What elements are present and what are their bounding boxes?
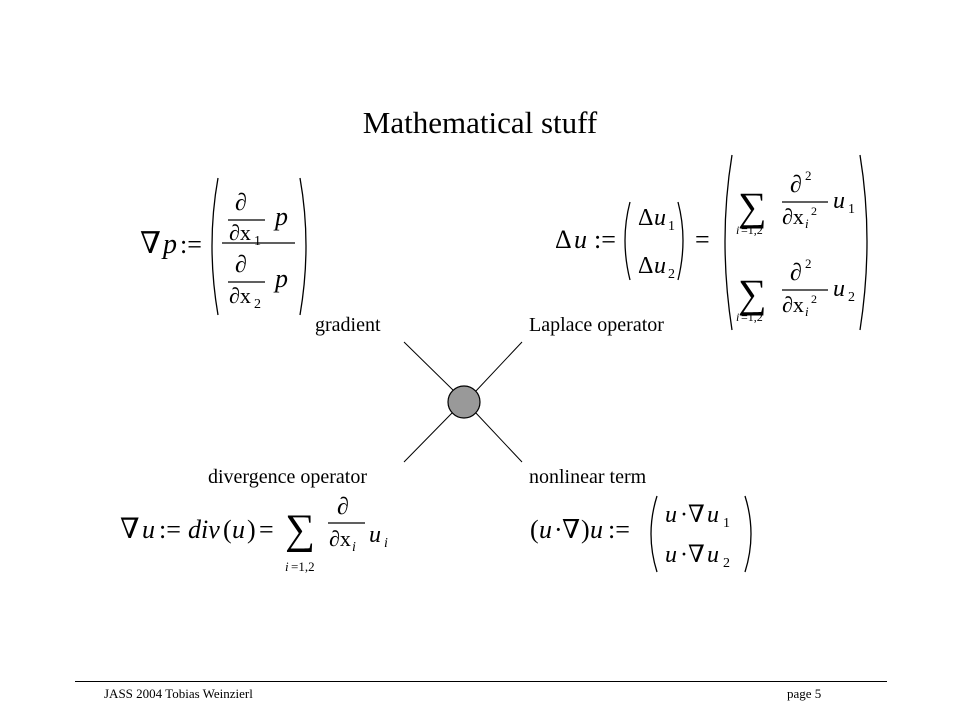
svg-text:∂: ∂ [790,260,802,286]
svg-text:=1,2: =1,2 [741,223,763,237]
svg-text:·: · [680,502,688,528]
slide-title: Mathematical stuff [362,105,598,140]
svg-text:∂x: ∂x [782,292,804,317]
svg-text:·: · [554,515,563,544]
cross-line-top-left [403,341,456,393]
svg-text:Δ: Δ [638,205,653,231]
svg-text:i: i [352,540,356,555]
svg-text:u: u [665,502,677,528]
svg-text:∂x: ∂x [229,283,251,308]
cross-line-bottom-left [403,411,454,463]
svg-text::=: := [608,515,630,544]
svg-text:∇: ∇ [688,542,705,568]
svg-text:Δ: Δ [555,225,572,254]
nonlinear-formula: ( u · ∇ ) u := u · ∇ u 1 u · ∇ u 2 [530,495,752,573]
svg-text:u: u [665,542,677,568]
svg-text:u: u [654,205,666,231]
svg-text:2: 2 [668,267,675,282]
svg-text:u: u [574,225,587,254]
page-number: page 5 [787,686,822,701]
svg-text:·: · [680,542,688,568]
svg-text:p: p [273,202,288,231]
svg-text:(: ( [530,515,539,544]
svg-text:∇: ∇ [140,227,161,260]
svg-text:): ) [581,515,590,544]
cross-line-bottom-right [474,411,523,463]
svg-text:u: u [654,253,666,279]
svg-text::=: := [180,230,202,259]
svg-text:): ) [247,515,256,544]
svg-text:u: u [833,188,845,214]
nonlinear-label: nonlinear term [529,466,647,488]
svg-text:i: i [736,223,739,237]
svg-text:∂x: ∂x [782,204,804,229]
gradient-formula: ∇ p := ∂ ∂x 1 p ∂ ∂x 2 p [140,177,307,316]
svg-text:∂: ∂ [235,252,247,278]
svg-text:=: = [259,515,274,544]
cross-line-top-right [474,341,523,393]
center-circle [447,385,481,419]
svg-text:1: 1 [254,234,261,249]
svg-text:i: i [736,310,739,324]
svg-text:2: 2 [254,297,261,312]
laplace-formula: Δ u := Δ u 1 Δ u 2 = ∑ i =1,2 ∂ 2 ∂x i 2… [555,154,868,331]
svg-text:∂x: ∂x [229,220,251,245]
svg-text:=: = [695,225,710,254]
svg-text:1: 1 [668,219,675,234]
svg-text:2: 2 [805,256,812,271]
svg-text:∑: ∑ [738,184,767,229]
footer-divider [75,681,887,682]
svg-text:u: u [707,542,719,568]
svg-text:u: u [833,276,845,302]
svg-text:2: 2 [723,556,730,571]
svg-text:2: 2 [805,168,812,183]
svg-text:∇: ∇ [120,514,140,545]
svg-text:(: ( [223,515,232,544]
svg-text:∂: ∂ [790,172,802,198]
svg-text::=: := [594,225,616,254]
svg-text:∇: ∇ [688,502,705,528]
svg-text:∇: ∇ [562,515,580,544]
svg-text:p: p [161,229,177,260]
svg-text:u: u [707,502,719,528]
svg-text:u: u [590,515,603,544]
svg-text:u: u [539,515,552,544]
svg-text:Δ: Δ [638,253,653,279]
gradient-label: gradient [315,314,381,336]
divergence-formula: ∇ u := div ( u ) = ∑ i =1,2 ∂ ∂x i u i [120,494,388,574]
svg-text:i: i [384,536,388,551]
svg-text:∂: ∂ [337,494,349,520]
svg-text:∂: ∂ [235,190,247,216]
svg-text:div: div [188,515,220,544]
footer-author: JASS 2004 Tobias Weinzierl [104,686,253,701]
svg-text:1: 1 [848,202,855,217]
svg-text:2: 2 [811,292,817,306]
svg-text:∂x: ∂x [329,526,351,551]
svg-text:1: 1 [723,516,730,531]
svg-text:∑: ∑ [285,507,315,553]
svg-text:i: i [805,304,809,319]
svg-text:p: p [273,264,288,293]
svg-text:=1,2: =1,2 [741,310,763,324]
svg-text:=1,2: =1,2 [291,559,315,574]
svg-text:u: u [232,515,245,544]
laplace-label: Laplace operator [529,314,664,336]
svg-text:i: i [805,216,809,231]
divergence-label: divergence operator [208,466,367,488]
svg-text:u: u [369,522,381,548]
svg-text:2: 2 [811,204,817,218]
svg-text:∑: ∑ [738,271,767,316]
svg-text::=: := [159,515,181,544]
svg-text:i: i [285,559,289,574]
svg-text:2: 2 [848,290,855,305]
svg-text:u: u [142,515,155,544]
